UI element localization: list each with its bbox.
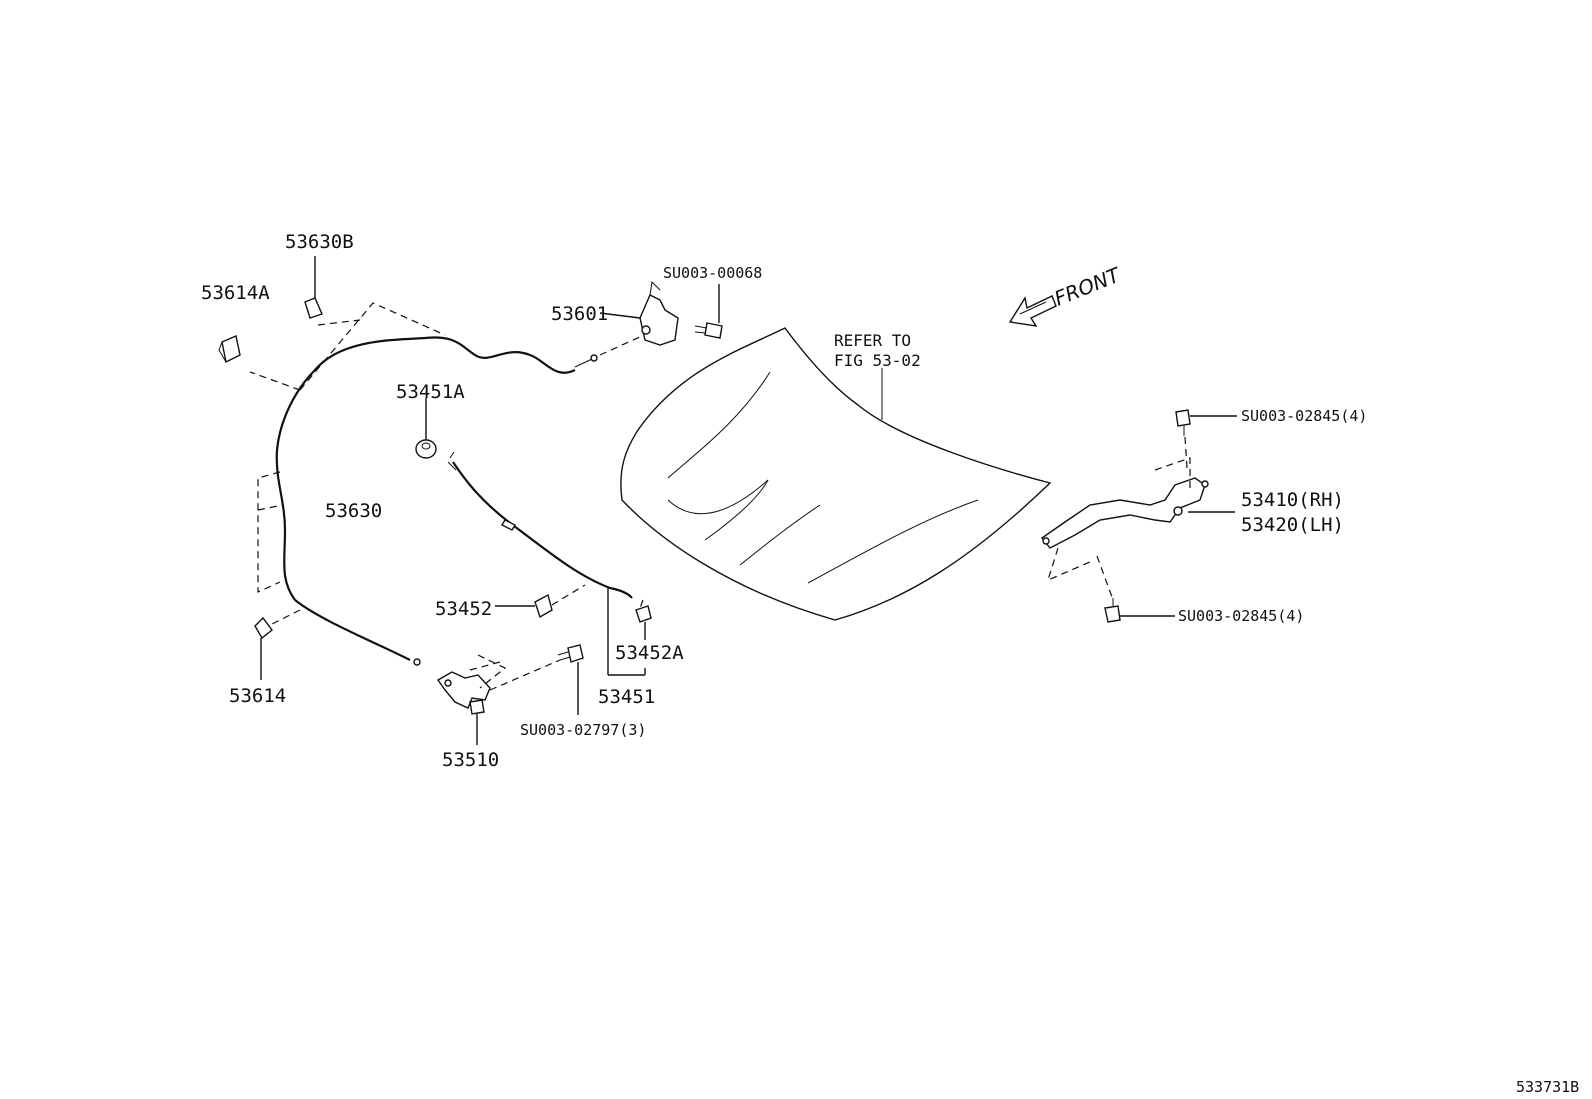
label-53410-rh: 53410(RH) — [1241, 489, 1344, 511]
label-53510: 53510 — [442, 749, 499, 771]
label-53451: 53451 — [598, 686, 655, 708]
clip-dash-6 — [269, 609, 301, 626]
label-refer-fig: FIG 53-02 — [834, 351, 921, 370]
bolt-su003-00068[interactable] — [694, 284, 723, 339]
bolt-su003-02797[interactable] — [557, 644, 584, 715]
hood-latch-53510[interactable] — [436, 654, 561, 745]
diagram-id: 533731B — [1516, 1078, 1579, 1096]
label-53630b: 53630B — [285, 231, 354, 253]
label-su003-02845-top: SU003-02845(4) — [1241, 407, 1367, 425]
hood-panel[interactable] — [620, 327, 1052, 621]
label-53614a: 53614A — [201, 282, 270, 304]
clip-dash-2 — [299, 302, 446, 391]
label-su003-00068: SU003-00068 — [663, 264, 762, 282]
label-su003-02845-bottom: SU003-02845(4) — [1178, 607, 1304, 625]
clip-53614a[interactable] — [218, 335, 241, 364]
front-arrow-icon — [1008, 295, 1057, 327]
clamp-53452a[interactable] — [635, 599, 652, 640]
bolt-su003-02845-top[interactable] — [1175, 409, 1237, 469]
label-53452: 53452 — [435, 598, 492, 620]
clip-dash-3 — [317, 319, 361, 326]
clip-53630b[interactable] — [304, 256, 323, 319]
label-front: FRONT — [1051, 262, 1125, 311]
label-53630: 53630 — [325, 500, 382, 522]
clamp-53452[interactable] — [495, 584, 586, 619]
label-53452a: 53452A — [615, 642, 684, 664]
label-su003-02797: SU003-02797(3) — [520, 721, 646, 739]
clip-dash-1 — [249, 371, 301, 391]
label-53614: 53614 — [229, 685, 286, 707]
hood-hinge-53410-53420[interactable] — [1040, 457, 1235, 582]
clip-dash-4 — [257, 471, 281, 593]
label-53451a: 53451A — [396, 381, 465, 403]
release-cable-53451[interactable] — [447, 451, 646, 676]
label-53420-lh: 53420(LH) — [1241, 514, 1344, 536]
bolt-su003-02845-bottom[interactable] — [1096, 555, 1175, 623]
hood-lock-53601[interactable] — [574, 280, 679, 368]
grommet-53451a[interactable] — [415, 398, 437, 459]
label-refer-to: REFER TO — [834, 331, 911, 350]
cable-53630[interactable] — [275, 336, 576, 666]
clip-53614[interactable] — [254, 616, 273, 680]
label-53601: 53601 — [551, 303, 608, 325]
clip-dash-5 — [257, 504, 284, 511]
